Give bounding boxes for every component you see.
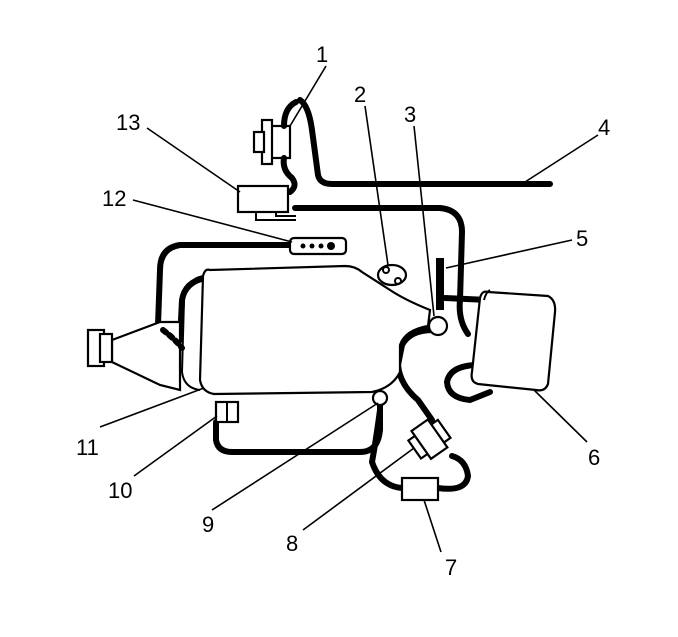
hose-bottom bbox=[213, 402, 383, 455]
callout-3: 3 bbox=[404, 102, 416, 127]
leader-lines bbox=[99, 65, 599, 553]
callout-7: 7 bbox=[445, 555, 457, 580]
port-3 bbox=[427, 315, 449, 337]
rollover-valve-2 bbox=[376, 263, 408, 287]
component-5 bbox=[436, 258, 444, 310]
callout-9: 9 bbox=[202, 512, 214, 537]
callout-13: 13 bbox=[116, 110, 140, 135]
hose-7-right bbox=[435, 453, 471, 492]
callout-12: 12 bbox=[102, 186, 126, 211]
hose-lower bbox=[369, 407, 405, 491]
filler-neck bbox=[86, 320, 185, 392]
hose-purge bbox=[395, 327, 436, 423]
canister-6 bbox=[470, 289, 557, 392]
callout-10: 10 bbox=[108, 478, 132, 503]
tank-left-edge bbox=[180, 275, 204, 391]
hose-left-vent bbox=[155, 242, 298, 328]
fuel-tank bbox=[198, 264, 432, 396]
component-7 bbox=[400, 476, 440, 502]
callout-5: 5 bbox=[576, 226, 588, 251]
callout-6: 6 bbox=[588, 445, 600, 470]
hose-upper-loop bbox=[292, 205, 471, 337]
purge-solenoid-8 bbox=[406, 417, 453, 461]
vent-valve bbox=[252, 99, 299, 195]
callout-11: 11 bbox=[76, 435, 99, 460]
hose-canister-loop bbox=[444, 362, 493, 403]
callout-numbers: 1 2 3 4 5 6 7 8 9 10 11 12 13 bbox=[76, 42, 610, 580]
pressure-sensor-12 bbox=[288, 236, 348, 256]
component-10 bbox=[214, 400, 240, 424]
callout-8: 8 bbox=[286, 531, 298, 556]
hose-main-line bbox=[297, 97, 553, 187]
port-9 bbox=[371, 389, 389, 407]
callout-2: 2 bbox=[354, 82, 366, 107]
evap-box-13 bbox=[236, 184, 296, 221]
callout-1: 1 bbox=[316, 42, 328, 67]
callout-4: 4 bbox=[598, 115, 610, 140]
